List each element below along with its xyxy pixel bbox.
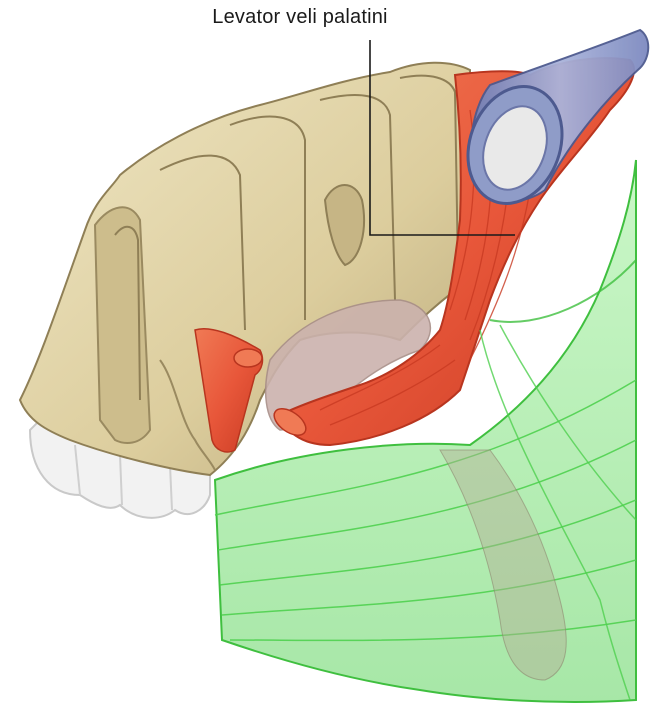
label-leader-line xyxy=(369,40,515,236)
label-levator-veli-palatini: Levator veli palatini xyxy=(212,6,388,28)
pharyngotympanic-tube-cartilage xyxy=(466,28,650,205)
teeth xyxy=(28,418,211,519)
maxilla-and-palatine-bone xyxy=(18,61,471,477)
superior-pharyngeal-constrictor xyxy=(213,159,637,703)
tensor-veli-palatini-muscle xyxy=(194,328,264,453)
soft-palate xyxy=(264,299,431,431)
